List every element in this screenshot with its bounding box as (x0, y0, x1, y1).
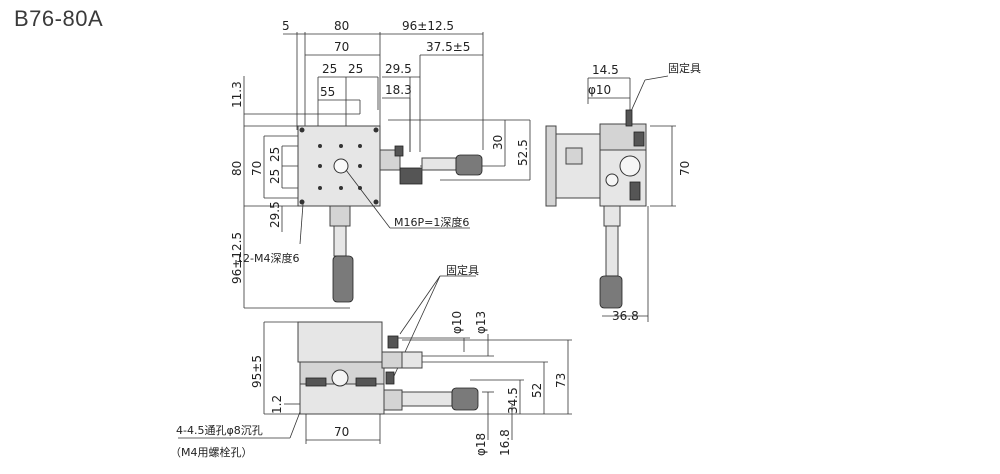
dim-top-80: 80 (334, 19, 349, 33)
dim-front-73: 73 (554, 373, 568, 388)
dim-left-96: 96±12.5 (230, 232, 244, 284)
callout-center-hole: M16P=1深度6 (394, 215, 469, 229)
note-bolt-hole: （M4用螺栓孔） (170, 445, 253, 459)
dim-left-11-3: 11.3 (230, 81, 244, 108)
dim-left-25a: 25 (268, 147, 282, 162)
dim-top-37-5: 37.5±5 (426, 40, 470, 54)
dim-top-55: 55 (320, 85, 335, 99)
dim-top-70: 70 (334, 40, 349, 54)
dim-left-70: 70 (250, 161, 264, 176)
dim-left-25b: 25 (268, 169, 282, 184)
note-through-hole: 4-4.5通孔φ8沉孔 (176, 424, 263, 437)
dim-front-phi10: φ10 (450, 311, 464, 334)
dim-side-14-5: 14.5 (592, 63, 619, 77)
dim-right-52-5: 52.5 (516, 139, 530, 166)
top-view: 5 80 96±12.5 70 37.5±5 25 25 29.5 55 18.… (230, 19, 531, 309)
dim-top-18-3: 18.3 (385, 83, 412, 97)
front-fixture-label: 固定具 (446, 263, 479, 277)
dim-front-52: 52 (530, 383, 544, 398)
drawing-title: B76-80A (14, 6, 104, 31)
dim-side-70: 70 (678, 161, 692, 176)
front-view: 固定具 95±5 1.2 φ10 φ13 34.5 52 73 φ18 16.8… (170, 263, 572, 459)
dim-top-25b: 25 (348, 62, 363, 76)
dim-side-36-8: 36.8 (612, 309, 639, 323)
dim-front-16-8: 16.8 (498, 429, 512, 456)
dim-front-34-5: 34.5 (506, 387, 520, 414)
dim-front-phi13: φ13 (474, 311, 488, 334)
side-fixture-label: 固定具 (668, 61, 701, 75)
dim-left-29-5: 29.5 (268, 201, 282, 228)
dim-top-25a: 25 (322, 62, 337, 76)
dim-front-95: 95±5 (250, 355, 264, 388)
dim-side-phi10: φ10 (588, 83, 611, 97)
dim-left-80: 80 (230, 161, 244, 176)
dim-front-phi18: φ18 (474, 433, 488, 456)
callout-tap-holes: 12-M4深度6 (236, 251, 299, 265)
dim-front-bottom-70: 70 (334, 425, 349, 439)
side-view: 14.5 φ10 70 36.8 固定具 (545, 61, 701, 323)
dim-top-96: 96±12.5 (402, 19, 454, 33)
dim-front-1-2: 1.2 (270, 395, 284, 414)
dim-top-29-5: 29.5 (385, 62, 412, 76)
dim-right-30: 30 (491, 135, 505, 150)
dim-top-5: 5 (282, 19, 290, 33)
